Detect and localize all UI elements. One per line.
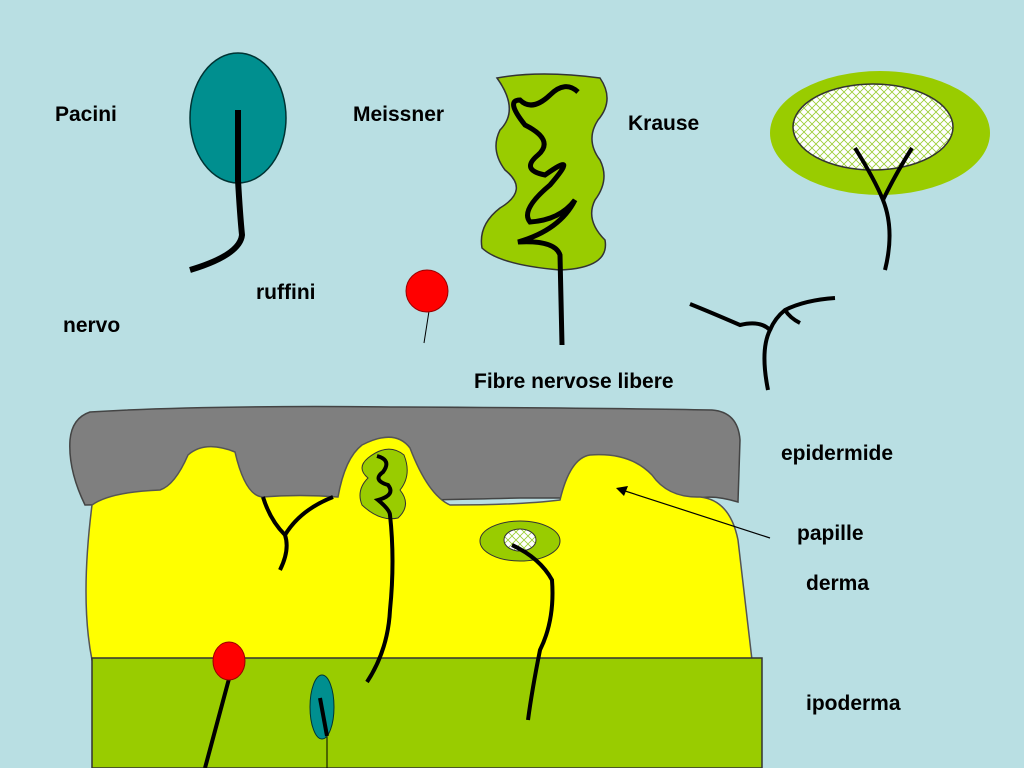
embedded-pacini [309, 674, 335, 768]
label-hypodermis: ipoderma [806, 692, 901, 715]
ruffini-corpuscle [405, 269, 449, 344]
label-nervo: nervo [63, 314, 121, 337]
embedded-krause [479, 520, 561, 721]
hypodermis-layer [91, 657, 763, 768]
label-pacini: Pacini [55, 103, 117, 126]
label-free-fibers: Fibre nervose libere [474, 370, 674, 393]
pacini-corpuscle [189, 52, 287, 273]
label-dermis: derma [806, 572, 870, 595]
embedded-ruffini [203, 641, 246, 768]
papille-pointer-arrow [616, 486, 771, 539]
free-nerve-endings [689, 296, 836, 391]
label-ruffini: ruffini [256, 281, 316, 304]
label-epidermis: epidermide [781, 442, 894, 465]
dermis-layer [85, 436, 753, 661]
label-meissner: Meissner [353, 103, 445, 126]
label-papillae: papille [797, 522, 864, 545]
label-krause: Krause [628, 112, 700, 135]
krause-corpuscle [770, 71, 990, 271]
embedded-free-endings [261, 495, 334, 571]
embedded-meissner [359, 448, 408, 684]
meissner-corpuscle [480, 73, 608, 346]
